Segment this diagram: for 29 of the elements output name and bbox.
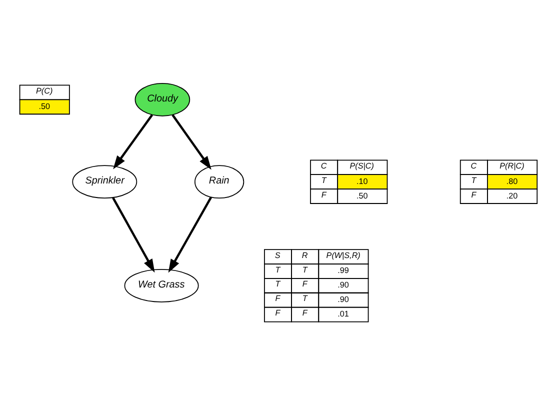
label: F [275,294,280,304]
label: .90 [338,280,349,290]
label: .01 [338,310,349,319]
label: F [302,280,308,289]
label: F [275,308,280,318]
label: T [471,176,476,185]
label: T [275,280,280,289]
label: F [321,190,326,200]
label: R [302,250,308,260]
label: .20 [506,191,518,200]
label: F [302,308,308,318]
label: .80 [506,176,518,186]
label: F [471,190,476,200]
label: P(W|S,R) [326,250,360,260]
label: T [321,176,326,185]
label: .10 [356,176,368,186]
label: T [302,265,308,274]
label: .99 [338,266,349,276]
label: P(S|C) [350,161,374,170]
label: S [274,250,280,260]
label: .50 [356,191,368,200]
label: T [302,294,308,304]
label: C [470,161,477,170]
label: C [320,161,327,170]
label: P(R|C) [500,161,524,170]
label: .90 [338,295,349,304]
label: T [275,265,280,274]
label: P(C) [36,86,53,96]
label: .50 [38,102,50,111]
